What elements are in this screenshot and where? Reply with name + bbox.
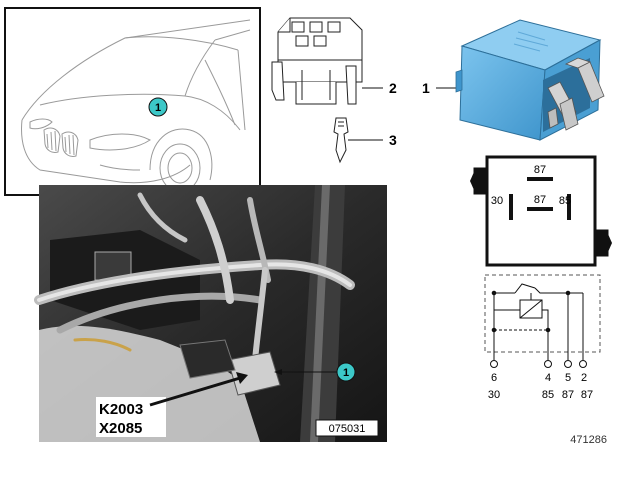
- schematic-terminal-labels: 30 85 87 87: [488, 389, 593, 401]
- photo-code-x: X2085: [99, 420, 142, 437]
- photo-callout-arrowhead: [274, 369, 282, 375]
- pin-30-label: 30: [491, 195, 503, 207]
- car-callout-badge: [148, 97, 168, 117]
- callout-3-label: 3: [389, 132, 397, 148]
- schematic-pin-number: 6: [491, 372, 497, 384]
- schematic-pin-number: 4: [545, 372, 551, 384]
- photo-pipe-highlight: [310, 185, 330, 442]
- pin-87-top-bar: [527, 177, 553, 181]
- pin-87-mid-label: 87: [534, 194, 546, 206]
- pin-87-mid-bar: [527, 207, 553, 211]
- callout-1-label: 1: [422, 80, 430, 96]
- photo-callout-badge: [336, 362, 356, 382]
- relay-socket-part: [271, 17, 363, 105]
- photo-relay: [227, 351, 281, 396]
- schematic-terminal-label: 87: [581, 389, 593, 401]
- schematic-terminal-label: 30: [488, 389, 500, 401]
- photo-code-k: K2003: [99, 401, 143, 418]
- schematic-terminal-label: 85: [542, 389, 554, 401]
- car-outline-icon: [21, 19, 251, 193]
- schematic-pin-number: 2: [581, 372, 587, 384]
- photo-leader-arrowhead: [236, 372, 248, 384]
- car-location-inset: 1: [4, 7, 261, 196]
- installation-photo: 075031 K2003 X2085 1: [34, 185, 387, 442]
- photo-callout-text: 1: [343, 367, 349, 379]
- diagram-number: 471286: [570, 434, 607, 446]
- terminal-pin-part: [333, 117, 349, 164]
- photo-bracket: [179, 339, 236, 379]
- relay-wiring-schematic: [484, 274, 601, 368]
- photo-number-box: [315, 419, 379, 437]
- photo-leader-line: [149, 376, 241, 407]
- schematic-terminal-label: 87: [562, 389, 574, 401]
- schematic-dashed-box: [484, 274, 601, 353]
- photo-number: 075031: [329, 423, 366, 435]
- pin-87-top-label: 87: [534, 164, 546, 176]
- schematic-pin-numbers: 6 4 5 2: [491, 372, 587, 384]
- photo-wire-harness: [34, 192, 355, 363]
- car-inset-frame: [4, 7, 261, 196]
- schematic-pin-number: 5: [565, 372, 571, 384]
- callout-2-label: 2: [389, 80, 397, 96]
- car-callout-text: 1: [155, 102, 161, 114]
- photo-light-panel: [39, 325, 260, 442]
- pin-85-label: 85: [559, 195, 571, 207]
- blue-relay-part: 1: [422, 19, 605, 141]
- relay-pin-face: 87 87 30 85: [470, 155, 612, 267]
- pin-85-bar: [567, 194, 571, 220]
- pin-30-bar: [509, 194, 513, 220]
